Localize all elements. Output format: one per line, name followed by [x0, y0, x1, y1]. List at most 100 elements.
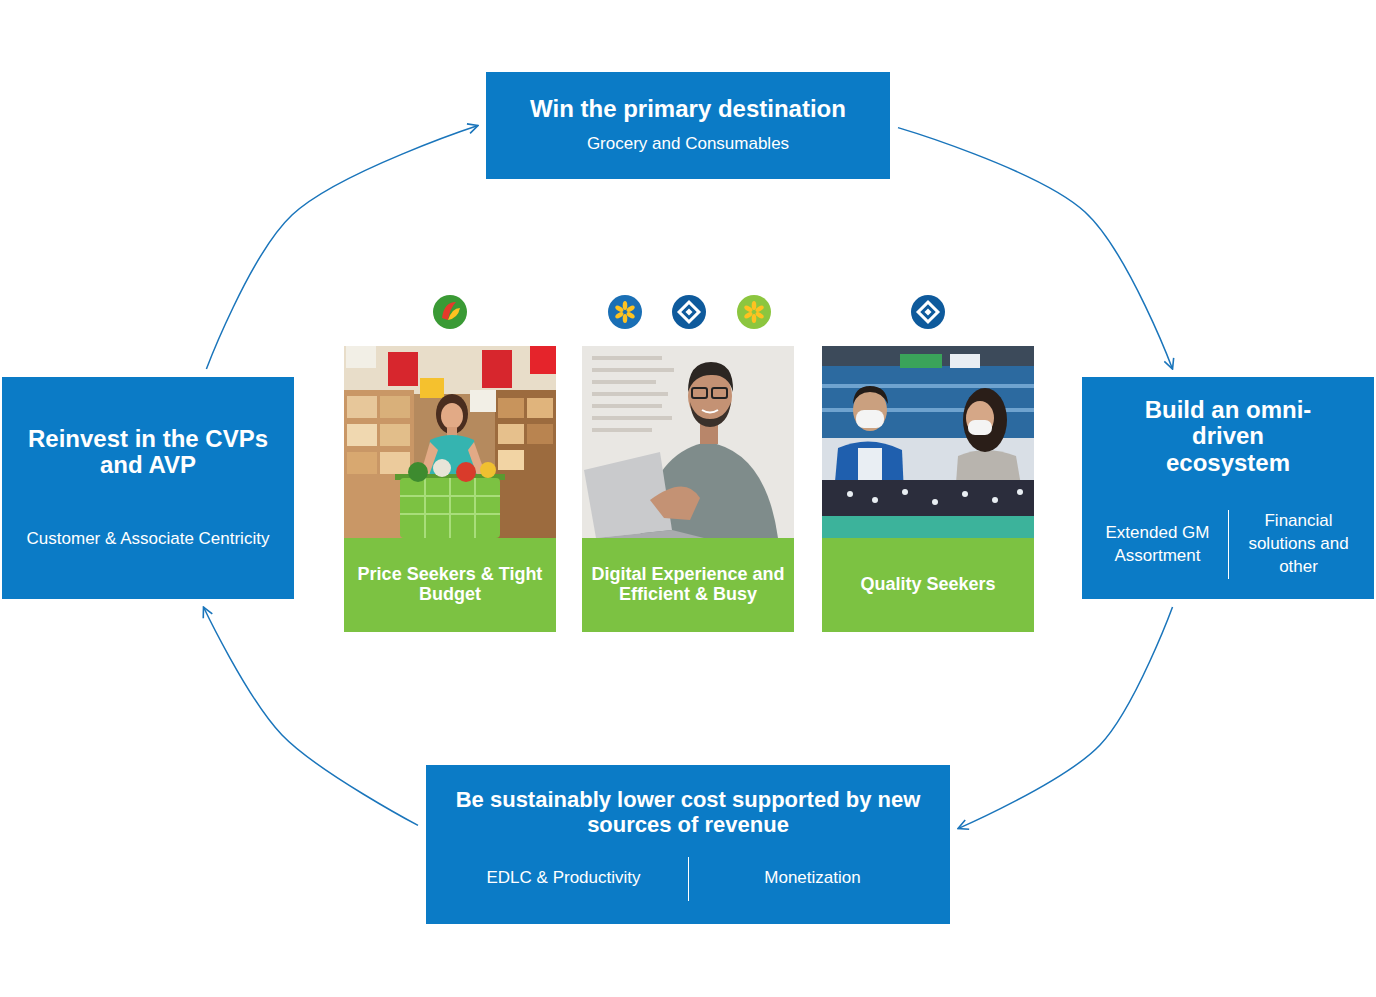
photo-shopper: [380, 452, 410, 474]
banner-icon: [679, 302, 699, 322]
photo-shopper: [347, 452, 377, 474]
photo-store-associate: [950, 354, 980, 368]
box-subtitle: Grocery and Consumables: [587, 133, 789, 155]
photo-shopper: [347, 424, 377, 446]
column-text: Monetization: [689, 857, 937, 901]
box-subtitle: Customer & Associate Centricity: [27, 528, 270, 550]
photo-store-associate: [902, 489, 908, 495]
column-text: EDLC & Productivity: [440, 857, 688, 901]
banner-icon: [614, 305, 624, 313]
photo-shopper: [441, 403, 463, 429]
banner-icon: [672, 295, 706, 329]
column-row: Extended GM AssortmentFinancial solution…: [1088, 510, 1369, 579]
banner-icon: [752, 301, 757, 310]
photo-laptop-user: [596, 530, 704, 538]
photo-shopper: [347, 396, 377, 418]
banner-icon: [755, 305, 765, 313]
photo-laptop-user: [592, 356, 662, 360]
photo-shopper: [344, 346, 556, 538]
segment-card: Price Seekers & Tight Budget: [344, 538, 556, 632]
photo-shopper: [527, 424, 553, 444]
photo-store-associate: [992, 497, 998, 503]
goal-box: Reinvest in the CVPs and AVP Customer & A…: [2, 377, 294, 599]
photo-shopper: [400, 478, 500, 538]
photo-store-associate: [822, 384, 1034, 388]
photo-laptop-user: [582, 346, 794, 538]
segment-card: Quality Seekers: [822, 538, 1034, 632]
photo-store-associate: [822, 516, 1034, 538]
photo-shopper: [530, 346, 556, 374]
photo-store-associate: [822, 480, 1034, 538]
photo-laptop-user: [690, 402, 731, 427]
photo-store-associate: [962, 491, 968, 497]
cycle-arrow: [203, 607, 418, 825]
photo-store-associate: [853, 386, 888, 404]
photo-laptop-user: [712, 388, 727, 398]
photo-store-associate: [932, 499, 938, 505]
photo-shopper: [498, 450, 524, 470]
photo-laptop-user: [592, 416, 672, 420]
box-heading: Reinvest in the CVPs and AVP: [20, 426, 276, 479]
photo-store-associate: [822, 346, 1034, 538]
photo-shopper: [344, 346, 556, 394]
banner-icon: [737, 295, 771, 329]
photo-shopper: [449, 478, 451, 538]
photo-shopper: [474, 478, 476, 538]
photo-store-associate: [847, 491, 853, 497]
photo-shopper: [498, 424, 524, 444]
column-divider: [688, 857, 689, 901]
banner-icon: [448, 308, 460, 320]
banner-icon: [608, 295, 642, 329]
banner-icon: [626, 305, 636, 313]
box-heading: Build an omni-driven ecosystem: [1128, 397, 1328, 476]
photo-shopper: [480, 462, 496, 478]
cycle-arrow: [898, 128, 1173, 369]
cycle-arrow: [206, 126, 478, 370]
photo-store-associate: [900, 354, 942, 368]
banner-icon: [743, 305, 753, 313]
banner-icon: [911, 295, 945, 329]
photo-store-associate: [1017, 489, 1023, 495]
photo-shopper: [498, 398, 524, 418]
photo-laptop-user: [702, 410, 718, 413]
photo-shopper: [408, 462, 428, 482]
banner-icon: [433, 295, 467, 329]
column-row: EDLC & ProductivityMonetization: [440, 857, 937, 901]
banner-icon: [685, 308, 692, 315]
segment-label: Digital Experience and Efficient & Busy: [590, 565, 786, 605]
photo-shopper: [420, 378, 444, 398]
banner-icon: [433, 295, 467, 329]
photo-shopper: [527, 398, 553, 418]
segment-label: Quality Seekers: [860, 575, 995, 595]
banner-icon: [924, 308, 931, 315]
photo-shopper: [456, 462, 476, 482]
goal-box: Win the primary destinationGrocery and C…: [486, 72, 890, 179]
photo-shopper: [380, 396, 410, 418]
banner-icon: [752, 314, 757, 323]
photo-store-associate: [872, 497, 878, 503]
box-heading: Win the primary destination: [530, 96, 846, 122]
photo-store-associate: [968, 420, 992, 435]
photo-laptop-user: [592, 428, 652, 432]
photo-shopper: [380, 424, 410, 446]
banner-icon: [614, 311, 624, 319]
goal-box: Build an omni-driven ecosystemExtended G…: [1082, 377, 1374, 599]
banner-icon: [911, 295, 945, 329]
banner-icon: [608, 295, 642, 329]
photo-shopper: [344, 346, 556, 538]
photo-laptop-user: [592, 380, 656, 384]
column-text: Extended GM Assortment: [1088, 510, 1228, 579]
photo-store-associate: [966, 401, 994, 435]
photo-shopper: [424, 478, 426, 538]
box-heading: Be sustainably lower cost supported by n…: [438, 788, 938, 836]
segment-card: Digital Experience and Efficient & Busy: [582, 538, 794, 632]
photo-laptop-user: [650, 486, 700, 520]
photo-shopper: [470, 390, 496, 412]
goal-box: Be sustainably lower cost supported by n…: [426, 765, 950, 924]
banner-icon: [672, 295, 706, 329]
photo-shopper: [433, 459, 451, 477]
photo-store-associate: [856, 410, 884, 428]
photo-store-associate: [822, 346, 1034, 538]
banner-icon: [743, 311, 753, 319]
